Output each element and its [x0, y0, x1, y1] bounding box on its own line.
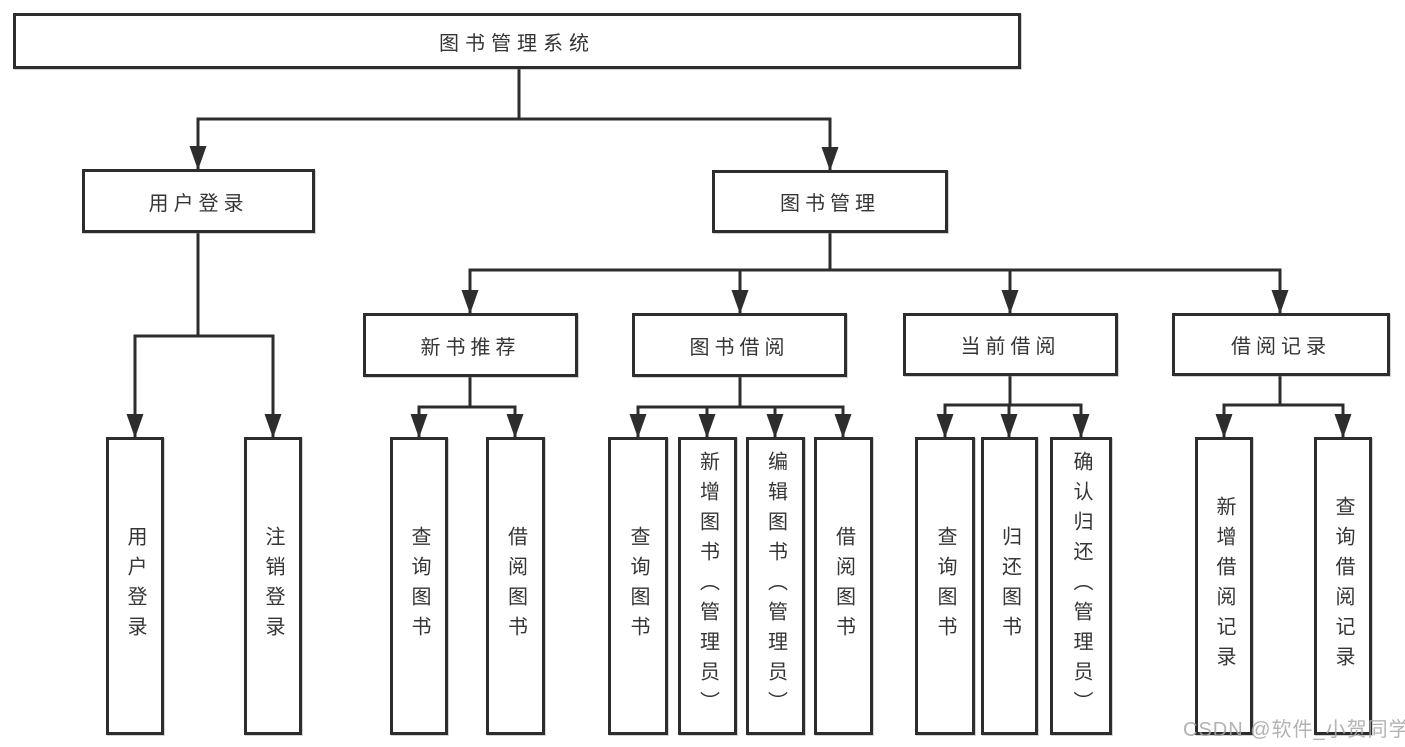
node-user-login-label: 用户登录 [148, 192, 249, 215]
node-current-borrowing-label: 当前借阅 [960, 336, 1061, 358]
leaf-cb-query-books-label: 查询图书 [934, 526, 956, 646]
node-borrowing-records: 借阅记录 [1172, 313, 1390, 376]
leaf-bb-edit-books-admin: 编辑图书（管理员） [746, 437, 805, 735]
leaf-nbr-query-books: 查询图书 [390, 437, 448, 735]
leaf-nbr-borrow-books-label: 借阅图书 [504, 526, 527, 646]
leaf-bb-add-books-admin: 新增图书（管理员） [678, 437, 737, 735]
node-root: 图书管理系统 [13, 13, 1021, 69]
node-root-label: 图书管理系统 [439, 32, 595, 55]
leaf-cb-confirm-return-admin: 确认归还（管理员） [1050, 437, 1112, 735]
leaf-nbr-query-books-label: 查询图书 [408, 526, 430, 646]
leaf-logout-label: 注销登录 [262, 526, 284, 646]
leaf-user-login: 用户登录 [106, 437, 164, 735]
leaf-cb-query-books: 查询图书 [915, 437, 975, 735]
leaf-logout: 注销登录 [244, 437, 302, 735]
node-new-book-recommendation: 新书推荐 [363, 313, 578, 377]
leaf-nbr-borrow-books: 借阅图书 [486, 437, 545, 735]
leaf-bb-query-books-label: 查询图书 [627, 526, 649, 646]
leaf-bb-query-books: 查询图书 [608, 437, 668, 735]
leaf-cb-confirm-return-admin-label: 确认归还（管理员） [1070, 451, 1092, 721]
leaf-cb-return-books: 归还图书 [981, 437, 1038, 735]
leaf-br-add-record-label: 新增借阅记录 [1213, 496, 1235, 676]
leaf-br-query-record: 查询借阅记录 [1314, 437, 1372, 735]
node-book-borrowing: 图书借阅 [632, 313, 847, 377]
node-borrowing-records-label: 借阅记录 [1231, 336, 1331, 358]
leaf-bb-borrow-books: 借阅图书 [814, 437, 873, 735]
node-user-login: 用户登录 [82, 169, 315, 233]
node-current-borrowing: 当前借阅 [903, 313, 1118, 376]
leaf-cb-return-books-label: 归还图书 [998, 526, 1021, 646]
leaf-bb-add-books-admin-label: 新增图书（管理员） [696, 451, 719, 721]
leaf-user-login-label: 用户登录 [124, 526, 146, 646]
node-book-borrowing-label: 图书借阅 [689, 336, 790, 359]
node-book-management: 图书管理 [712, 170, 948, 233]
leaf-br-add-record: 新增借阅记录 [1195, 437, 1253, 735]
leaf-br-query-record-label: 查询借阅记录 [1332, 496, 1354, 676]
leaf-bb-borrow-books-label: 借阅图书 [832, 526, 855, 646]
node-new-book-recommendation-label: 新书推荐 [420, 336, 521, 359]
csdn-watermark: CSDN @软件_小贺同学 [1183, 719, 1405, 741]
leaf-bb-edit-books-admin-label: 编辑图书（管理员） [764, 451, 787, 721]
node-book-management-label: 图书管理 [780, 193, 880, 215]
